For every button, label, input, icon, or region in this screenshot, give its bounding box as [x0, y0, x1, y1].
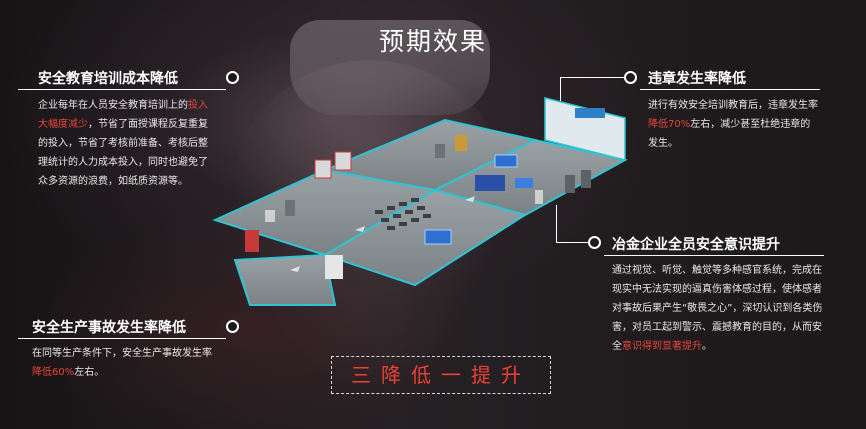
connector-dot [624, 71, 637, 84]
connector-dot [588, 236, 601, 249]
text-violation-rate: 进行有效安全培训教育后，违章发生率降低70%左右，减少甚至杜绝违章的发生。 [648, 100, 818, 149]
text-accident-rate: 在同等生产条件下，安全生产事故发生率降低60%左右。 [32, 348, 212, 378]
heading-awareness: 冶金企业全员安全意识提升 [612, 237, 780, 253]
connector-dot [226, 320, 239, 333]
text-awareness: 通过视觉、听觉、触觉等多种感官系统，完成在现实中无法实现的逼真伤害体感过程，使体… [612, 265, 823, 352]
floor-plan-illustration [212, 97, 628, 306]
page-title: 预期效果 [378, 27, 487, 56]
heading-accident-rate: 安全生产事故发生率降低 [32, 320, 186, 336]
heading-violation-rate: 违章发生率降低 [648, 71, 746, 87]
connector-line [560, 77, 624, 78]
underline [604, 255, 824, 256]
bottom-summary-label: 三降低一提升 [331, 356, 551, 394]
underline [18, 338, 226, 339]
text-training-cost: 企业每年在人员安全教育培训上的投入大幅度减少，节省了面授课程反复重复的投入，节省… [38, 100, 208, 187]
heading-training-cost: 安全教育培训成本降低 [38, 71, 178, 87]
vr-headset-image [290, 20, 490, 115]
connector-line [560, 77, 561, 101]
underline [18, 89, 226, 90]
connector-dot [226, 71, 239, 84]
underline [640, 89, 820, 90]
connector-line [556, 242, 588, 243]
connector-line [556, 205, 557, 242]
